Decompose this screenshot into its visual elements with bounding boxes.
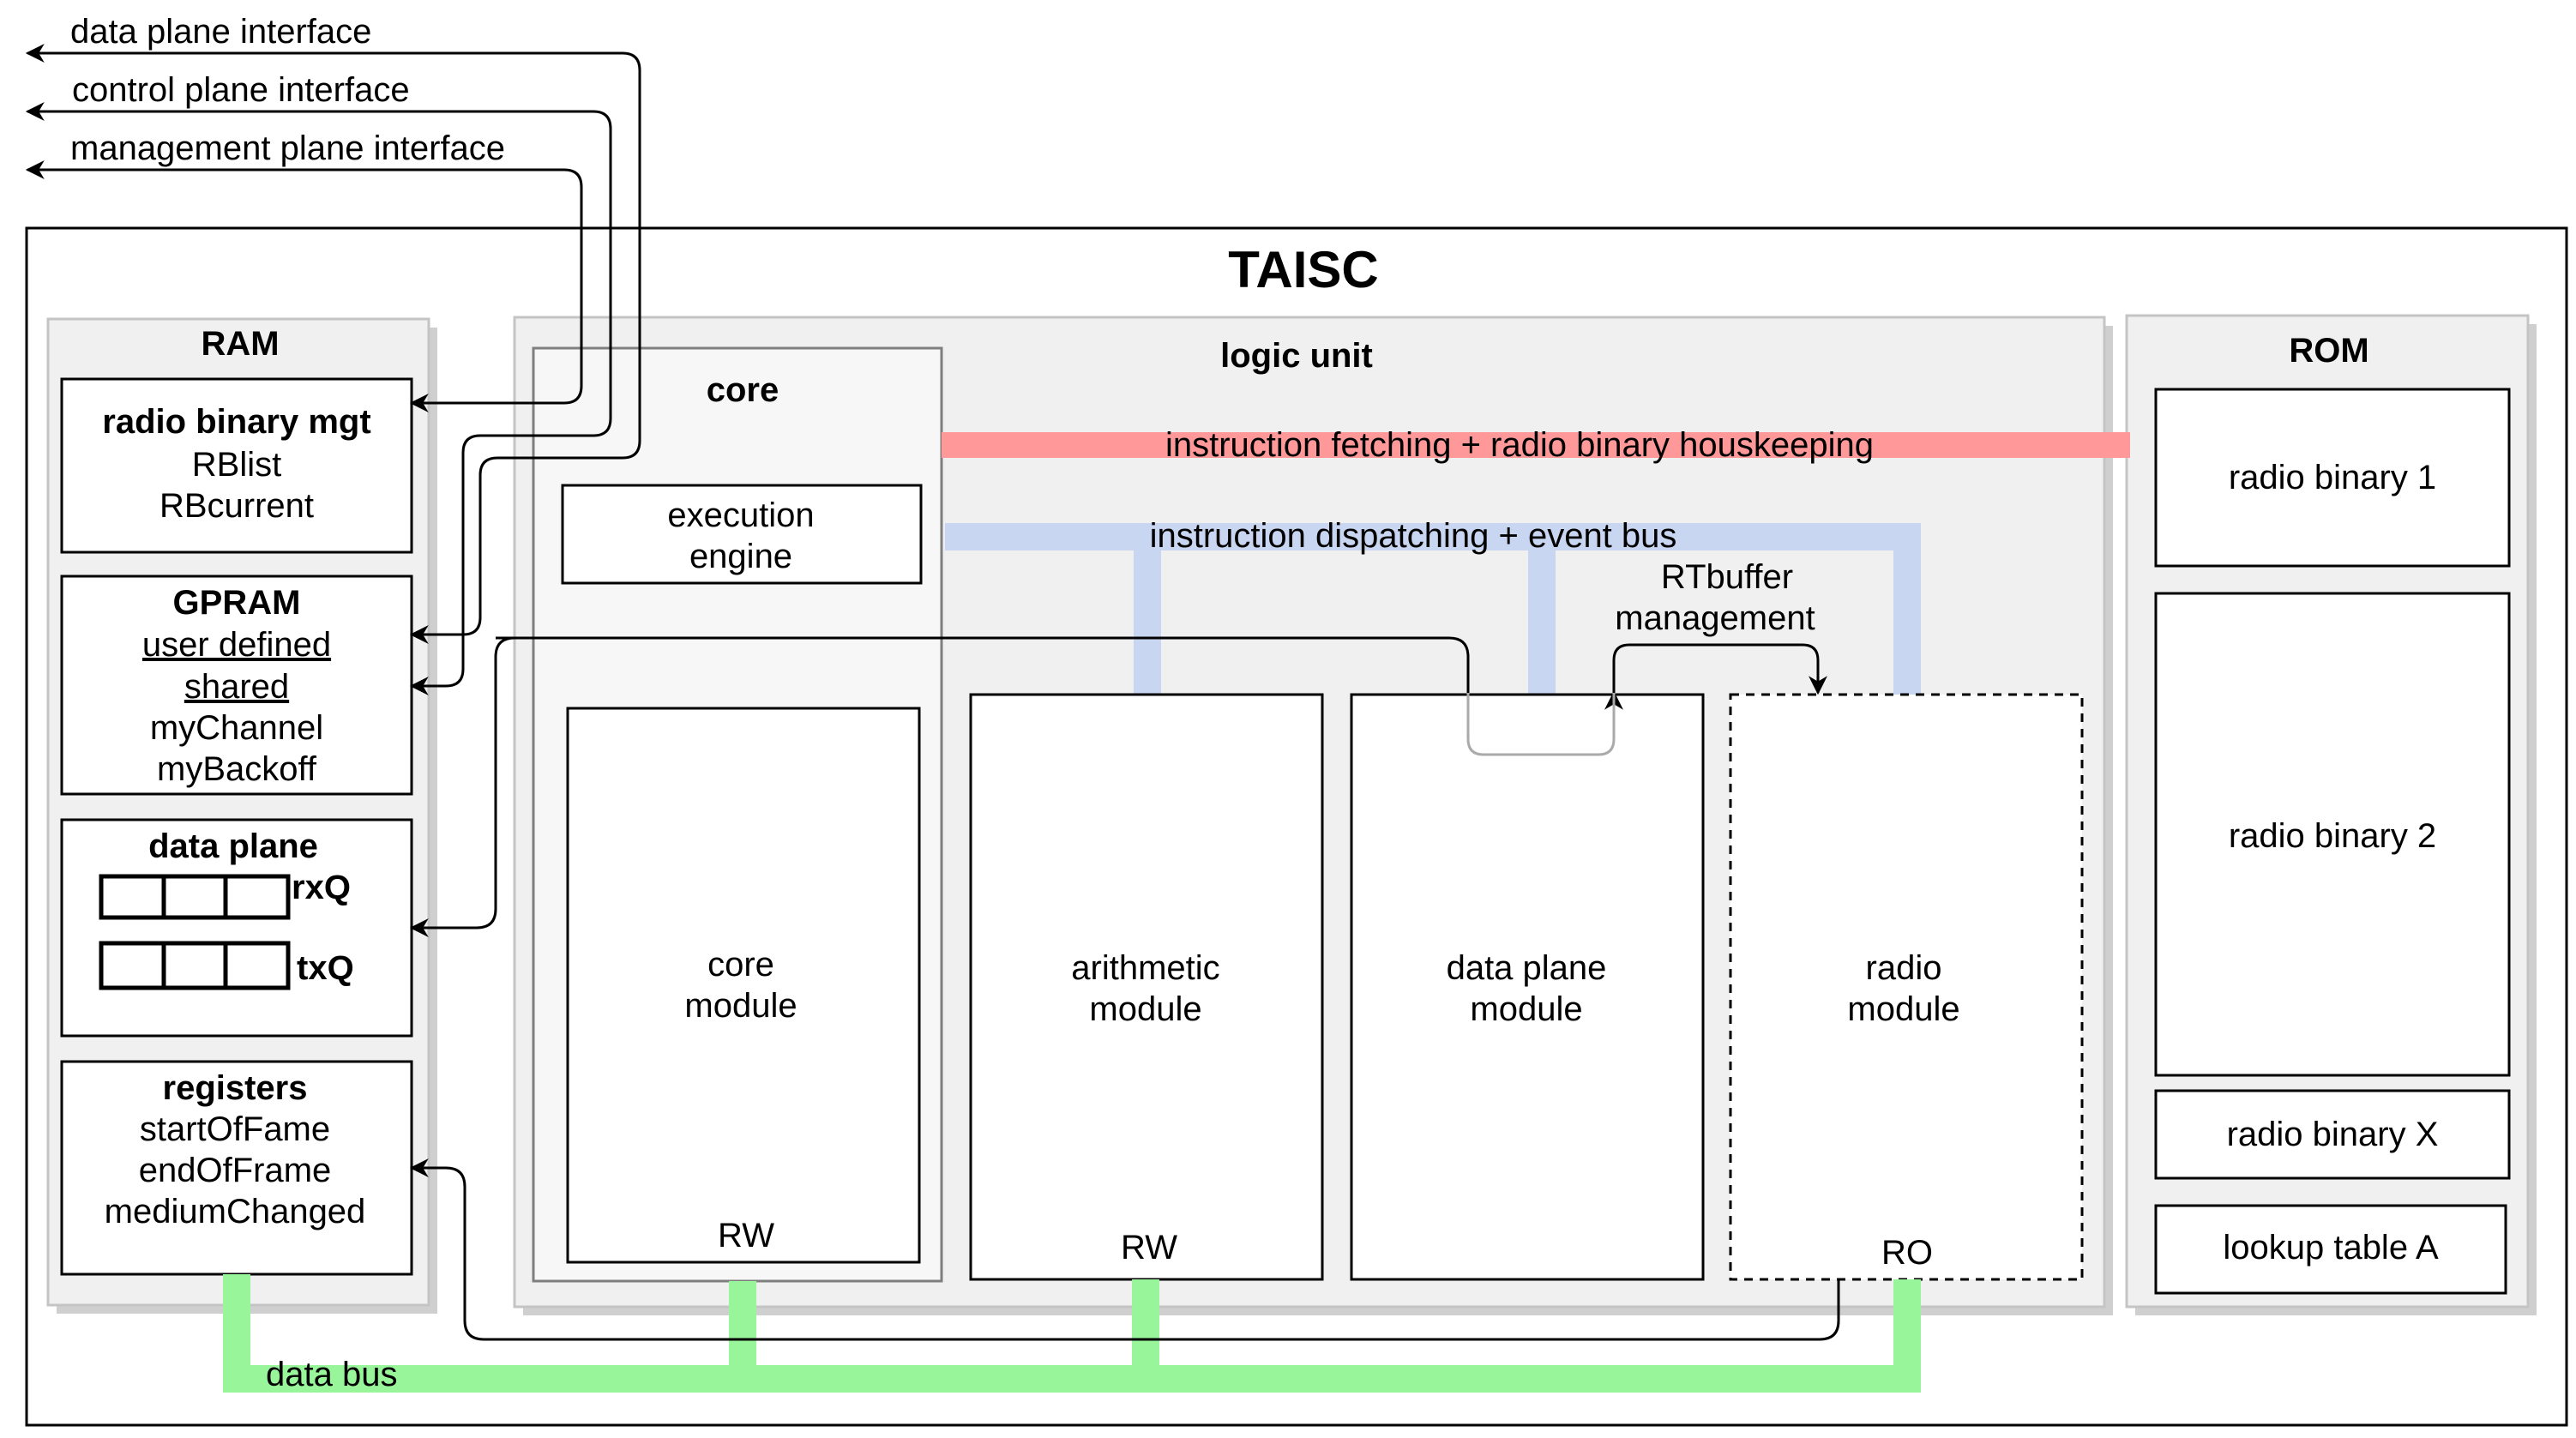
svg-text:lookup table A: lookup table A [2223, 1229, 2439, 1267]
svg-text:engine: engine [689, 538, 792, 575]
radio-binary-mgt-title: radio binary mgt [102, 403, 370, 441]
rom-lookup-table-a: lookup table A [2154, 1204, 2507, 1295]
rom-radio-binary-2: radio binary 2 [2154, 592, 2511, 1077]
svg-text:module: module [1470, 990, 1582, 1028]
interface-connectors [25, 44, 641, 695]
core-module-access: RW [718, 1217, 774, 1254]
rblist-label: RBlist [192, 446, 281, 484]
mediumchanged-label: mediumChanged [105, 1193, 366, 1230]
registers-box: registers startOfFame endOfFrame mediumC… [60, 1060, 413, 1276]
radio-module-access: RO [1881, 1234, 1933, 1272]
instruction-dispatch-label: instruction dispatching + event bus [1150, 517, 1677, 555]
gpram-shared: shared [184, 668, 289, 706]
svg-text:arithmetic: arithmetic [1071, 949, 1219, 987]
rtbuffer-label-line2: management [1615, 599, 1815, 637]
data-plane-module-loop [1466, 693, 1616, 756]
radio-module-box: radio module RO [1729, 693, 2084, 1281]
data-plane-interface-label: data plane interface [70, 13, 371, 51]
svg-text:module: module [1089, 990, 1201, 1028]
ram-label: RAM [201, 325, 279, 363]
svg-text:radio binary 2: radio binary 2 [2229, 817, 2436, 855]
rx-queue [99, 874, 291, 920]
registers-title: registers [163, 1069, 308, 1107]
data-plane-box: data plane rxQ txQ [60, 818, 413, 1038]
rtbuffer-label-line1: RTbuffer [1661, 558, 1793, 596]
control-plane-interface-label: control plane interface [72, 71, 410, 109]
core-module-box: core module RW [566, 707, 921, 1264]
taisc-title: TAISC [1228, 241, 1379, 298]
instruction-fetch-bus [942, 432, 2130, 458]
svg-text:radio: radio [1866, 949, 1942, 987]
txq-label: txQ [297, 949, 354, 987]
arithmetic-module-box: arithmetic module RW [969, 693, 1324, 1281]
rtbuffer-connector [1604, 643, 1827, 710]
svg-text:execution: execution [667, 496, 814, 534]
rbcurrent-label: RBcurrent [159, 487, 314, 525]
svg-text:radio binary X: radio binary X [2227, 1116, 2439, 1153]
rom-radio-binary-1: radio binary 1 [2154, 388, 2511, 568]
data-bus [223, 1274, 1921, 1393]
core-label: core [707, 371, 779, 409]
gpram-title: GPRAM [173, 584, 301, 622]
rxq-label: rxQ [292, 869, 351, 906]
data-plane-title: data plane [148, 827, 318, 865]
gpram-user-defined: user defined [142, 626, 331, 664]
execution-engine-box: execution engine [561, 484, 923, 585]
endofframe-label: endOfFrame [139, 1152, 332, 1189]
logic-unit-label: logic unit [1220, 337, 1373, 375]
svg-text:module: module [1847, 990, 1959, 1028]
gpram-box: GPRAM user defined shared myChannel myBa… [60, 575, 413, 796]
startoffame-label: startOfFame [140, 1110, 330, 1148]
rom-label: ROM [2289, 332, 2368, 370]
management-plane-interface-label: management plane interface [70, 129, 505, 167]
svg-text:radio binary 1: radio binary 1 [2229, 459, 2436, 496]
radio-binary-mgt-box: radio binary mgt RBlist RBcurrent [60, 377, 413, 554]
rom-radio-binary-x: radio binary X [2154, 1089, 2511, 1180]
mybackoff-label: myBackoff [157, 750, 317, 788]
tx-queue [99, 941, 291, 990]
arithmetic-module-access: RW [1121, 1229, 1177, 1267]
svg-text:module: module [684, 987, 797, 1025]
mychannel-label: myChannel [150, 709, 323, 747]
svg-text:data plane: data plane [1447, 949, 1607, 987]
instruction-fetch-label: instruction fetching + radio binary hous… [1165, 426, 1874, 464]
svg-text:core: core [707, 946, 774, 984]
data-bus-label: data bus [266, 1356, 397, 1393]
core-internal-connectors [409, 636, 1840, 1341]
data-plane-module-box: data plane module [1350, 693, 1705, 1281]
